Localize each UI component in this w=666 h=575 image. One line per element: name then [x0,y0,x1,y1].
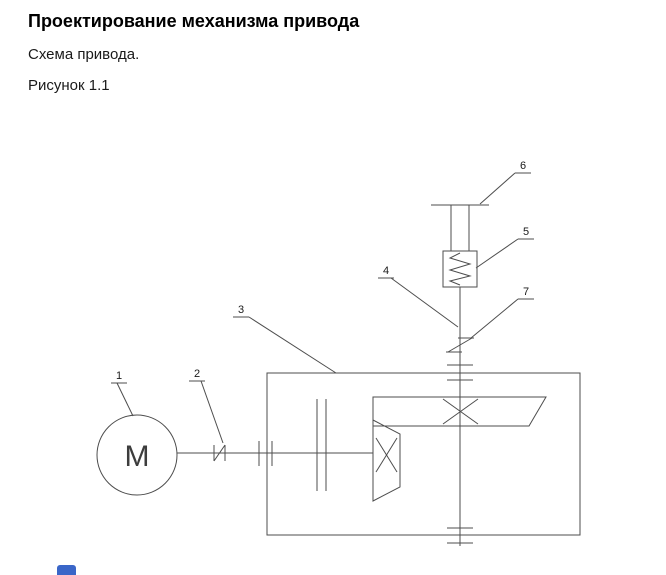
part-number: 4 [383,265,389,277]
leader-line [475,238,519,269]
scheme-caption: Схема привода. [28,46,140,63]
leader-line [248,316,337,374]
part-number: 2 [194,368,200,380]
figure-caption: Рисунок 1.1 [28,77,110,94]
motor-symbol: M [96,414,178,496]
leader-line [390,277,459,328]
page-title: Проектирование механизма привода [28,11,360,31]
bevel-pinion-symbol [372,419,401,502]
part-label-6: 6 [479,160,531,205]
gearbox-housing [266,372,581,536]
leader-line [200,380,224,444]
part-number: 1 [116,370,122,382]
upper-bearing-symbol [447,364,473,381]
part-label-3: 3 [233,304,337,374]
spring-symbol [448,252,472,286]
gear-symbol [316,399,327,491]
input-coupling-symbol [213,444,226,462]
part-label-2: 2 [189,368,224,444]
part-number: 5 [523,226,529,238]
motor-letter: M [125,440,150,473]
actuator-assembly [431,204,489,288]
part-number: 7 [523,286,529,298]
leader-line [116,382,134,417]
coupling-slash [213,444,226,462]
blue-ui-fragment [57,565,76,575]
part-label-7: 7 [470,286,534,339]
motor-circle [96,414,178,496]
elastic-element-box [442,250,478,288]
lower-bearing-symbol [447,527,473,544]
part-label-4: 4 [378,265,459,328]
part-number: 3 [238,304,244,316]
leader-line [479,172,516,205]
bevel-pinion-outline [372,419,401,502]
coupling-slash [447,337,473,353]
part-number: 6 [520,160,526,172]
bevel-wheel-outline [372,396,547,427]
bevel-pinion-cross [375,437,398,473]
part-label-5: 5 [475,226,534,269]
input-bearing-symbol [258,441,273,466]
part-label-1: 1 [111,370,134,417]
leader-line [470,298,519,339]
